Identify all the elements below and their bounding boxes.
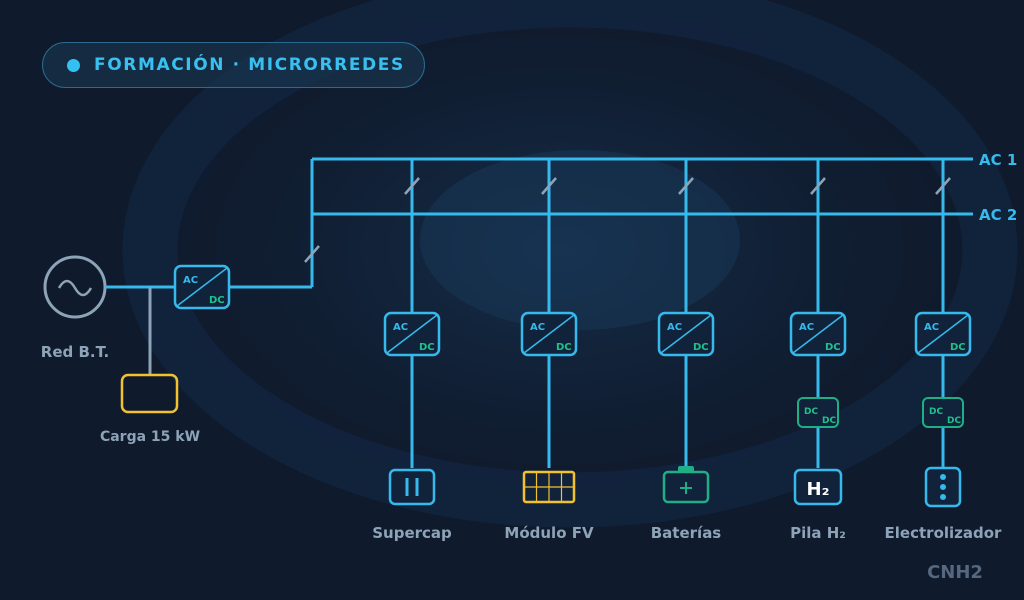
section-badge: FORMACIÓN · MICRORREDES (42, 42, 425, 88)
ac2-label: AC 2 (979, 206, 1017, 224)
supercap-converter-ac-text: AC (393, 322, 408, 333)
electrolyzer-dcdc-converter: DC DC (922, 397, 964, 428)
electrolyzer-label: Electrolizador (885, 524, 1003, 542)
supercap-icon (388, 468, 436, 506)
electrolyzer-breaker (935, 177, 951, 195)
battery-breaker (678, 177, 694, 195)
converter-ac-text: AC (183, 275, 198, 286)
load-label: Carga 15 kW (100, 429, 200, 445)
grid-converter: AC DC (173, 264, 231, 310)
supercap-converter: AC DC (383, 311, 441, 357)
battery-converter-ac-text: AC (667, 322, 682, 333)
fuel-cell-dcdc-out-text: DC (822, 416, 836, 426)
fuel-cell-label: Pila H₂ (790, 524, 846, 542)
battery-converter-dc-text: DC (693, 342, 709, 353)
load-box (120, 373, 179, 414)
battery-converter: AC DC (657, 311, 715, 357)
fuel-cell-converter-dc-text: DC (825, 342, 841, 353)
electrolyzer-icon (924, 466, 962, 508)
electrolyzer-converter-ac-text: AC (924, 322, 939, 333)
h2-symbol-text: H₂ (807, 479, 830, 500)
electrolyzer-converter-dc-text: DC (950, 342, 966, 353)
fuel-cell-h2-icon: H₂ (793, 468, 843, 506)
ac1-label: AC 1 (979, 151, 1017, 169)
pv-module-converter: AC DC (520, 311, 578, 357)
pv-module-converter-dc-text: DC (556, 342, 572, 353)
fuel-cell-converter-ac-text: AC (799, 322, 814, 333)
watermark: CNH2 (927, 562, 983, 583)
electrolyzer-dcdc-in-text: DC (929, 407, 943, 417)
pv-module-label: Módulo FV (504, 524, 594, 542)
solar-panel-icon (522, 470, 576, 504)
pv-module-converter-ac-text: AC (530, 322, 545, 333)
battery-label: Baterías (651, 524, 722, 542)
supercap-breaker (404, 177, 420, 195)
badge-title: FORMACIÓN · MICRORREDES (94, 55, 405, 75)
breaker-main (304, 245, 320, 263)
fuel-cell-dcdc-converter: DC DC (797, 397, 839, 428)
pv-module-branch: AC DC Módulo FV (504, 159, 594, 542)
status-dot-icon (67, 58, 80, 72)
grid-label: Red B.T. (41, 343, 109, 361)
converter-dc-text: DC (209, 295, 225, 306)
fuel-cell-dcdc-in-text: DC (804, 407, 818, 417)
supercap-converter-dc-text: DC (419, 342, 435, 353)
electrolyzer-dcdc-out-text: DC (947, 416, 961, 426)
electrolyzer-branch: AC DC DC DC Electrolizador (885, 159, 1003, 542)
fuel-cell-breaker (810, 177, 826, 195)
fuel-cell-branch: AC DC DC DC H₂ Pila H₂ (789, 159, 847, 542)
electrolyzer-converter: AC DC (914, 311, 972, 357)
supercap-branch: AC DC Supercap (372, 159, 452, 542)
fuel-cell-converter: AC DC (789, 311, 847, 357)
supercap-label: Supercap (372, 524, 452, 542)
battery-icon (662, 466, 710, 504)
battery-branch: AC DC Baterías (651, 159, 722, 542)
background-decoration (80, 0, 1024, 550)
pv-module-breaker (541, 177, 557, 195)
sine-wave-icon (57, 279, 93, 297)
